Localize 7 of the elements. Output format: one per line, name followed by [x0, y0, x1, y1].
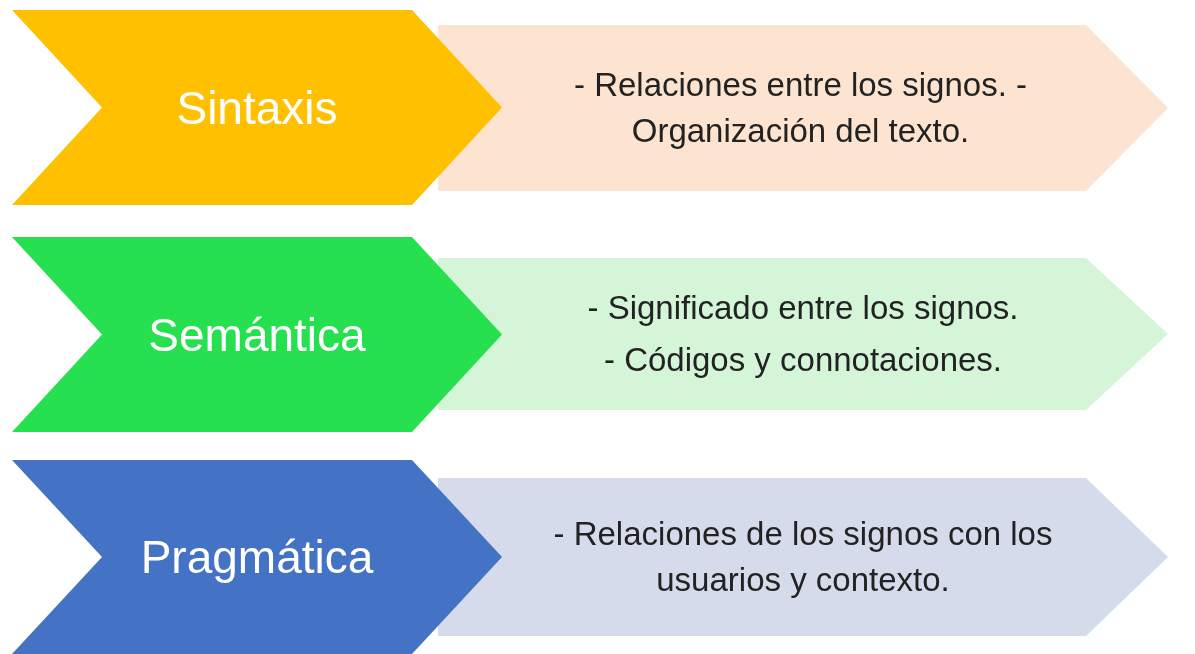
description-text: - Significado entre los signos. [587, 287, 1019, 328]
chevron-title: Semántica [148, 307, 366, 362]
description-text: - Códigos y connotaciones. [603, 340, 1003, 380]
description-text: - Relaciones de los signos con los usuarios y contexto. [552, 513, 1054, 600]
description-text: - Relaciones entre los signos. - Organización del texto. [572, 64, 1028, 151]
chevron-title: Sintaxis [176, 80, 338, 135]
chevron-title: Pragmática [140, 530, 374, 584]
